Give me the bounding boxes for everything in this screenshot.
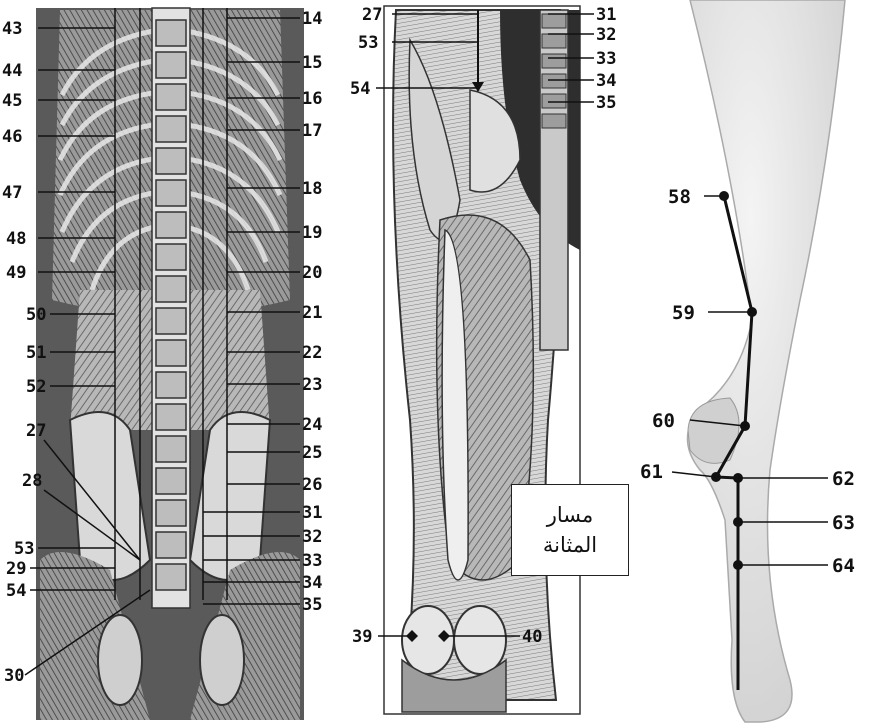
point-label: 30 [4,666,24,686]
point-label: 52 [26,377,46,397]
point-label: 32 [596,25,616,45]
point-label: 46 [2,127,22,147]
point-label: 35 [302,595,322,615]
point-label: 49 [6,263,26,283]
point-label: 50 [26,305,46,325]
point-label: 35 [596,93,616,113]
point-label: 47 [2,183,22,203]
point-label: 26 [302,475,322,495]
point-label: 40 [522,627,542,647]
point-label: 59 [672,302,695,324]
point-label: 33 [596,49,616,69]
thigh-illustration [384,6,580,714]
point-label: 29 [6,559,26,579]
point-label: 44 [2,61,22,81]
point-label: 21 [302,303,322,323]
point-label: 61 [640,461,663,483]
meridian-caption-box: مسار المثانة [511,484,629,576]
point-label: 14 [302,9,322,29]
point-label: 17 [302,121,322,141]
point-label: 58 [668,186,691,208]
point-label: 48 [6,229,26,249]
point-label: 27 [26,421,46,441]
caption-line-1: مسار [547,500,594,530]
leg-illustration [687,0,845,722]
point-label: 27 [362,5,382,25]
back-right-labels: 14 15 16 17 18 19 20 21 22 23 24 25 26 3… [302,9,322,615]
back-illustration [36,8,304,720]
caption-line-2: المثانة [543,530,597,560]
point-label: 64 [832,555,855,577]
point-label: 24 [302,415,322,435]
point-label: 28 [22,471,42,491]
point-label: 62 [832,468,855,490]
point-label: 16 [302,89,322,109]
point-label: 43 [2,19,22,39]
point-label: 33 [302,551,322,571]
point-label: 54 [350,79,370,99]
point-label: 20 [302,263,322,283]
point-label: 32 [302,527,322,547]
point-label: 31 [596,5,616,25]
point-label: 34 [302,573,322,593]
point-label: 53 [358,33,378,53]
point-label: 60 [652,410,675,432]
point-label: 19 [302,223,322,243]
point-label: 45 [2,91,22,111]
point-label: 31 [302,503,322,523]
point-label: 23 [302,375,322,395]
point-label: 63 [832,512,855,534]
point-label: 54 [6,581,26,601]
point-label: 53 [14,539,34,559]
point-label: 15 [302,53,322,73]
point-label: 39 [352,627,372,647]
point-label: 25 [302,443,322,463]
point-label: 18 [302,179,322,199]
point-label: 22 [302,343,322,363]
point-label: 34 [596,71,616,91]
point-label: 51 [26,343,46,363]
